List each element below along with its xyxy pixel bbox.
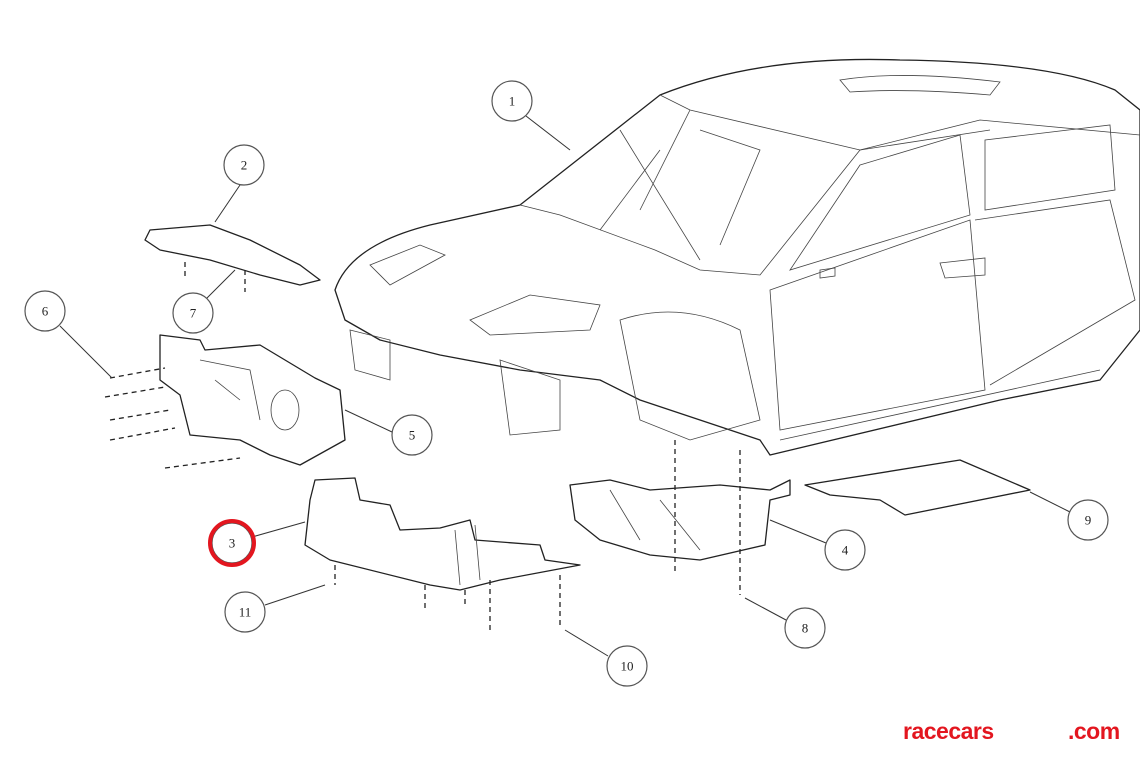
callout-6: 6 <box>24 290 66 332</box>
svg-text:6: 6 <box>42 304 49 319</box>
underbody-shield-part <box>304 477 581 591</box>
upper-bracket-part <box>144 224 321 286</box>
svg-text:4: 4 <box>842 543 849 558</box>
svg-text:1: 1 <box>509 94 516 109</box>
watermark-racecars: racecars <box>903 718 994 744</box>
callout-3-highlighted: 3 <box>208 519 256 567</box>
callout-10: 10 <box>606 645 648 687</box>
svg-text:5: 5 <box>409 428 416 443</box>
svg-text:7: 7 <box>190 306 197 321</box>
car-body-shell <box>334 58 1140 456</box>
callout-1: 1 <box>491 80 533 122</box>
callout-11: 11 <box>224 591 266 633</box>
leader-lines <box>59 115 1071 657</box>
dash-panel-insulator-part <box>159 334 346 466</box>
svg-text:3: 3 <box>229 536 236 551</box>
watermark-com: .com <box>1068 718 1120 744</box>
callout-8: 8 <box>784 607 826 649</box>
floor-panel-part <box>804 459 1031 516</box>
rear-heat-shield-part <box>569 479 791 561</box>
svg-text:11: 11 <box>239 605 252 620</box>
svg-text:8: 8 <box>802 621 809 636</box>
fastener-lines <box>104 262 741 630</box>
callout-4: 4 <box>824 529 866 571</box>
callout-7: 7 <box>172 292 214 334</box>
svg-text:2: 2 <box>241 158 248 173</box>
svg-text:9: 9 <box>1085 513 1092 528</box>
callout-5: 5 <box>391 414 433 456</box>
svg-text:10: 10 <box>621 659 634 674</box>
callout-2: 2 <box>223 144 265 186</box>
callout-9: 9 <box>1067 499 1109 541</box>
